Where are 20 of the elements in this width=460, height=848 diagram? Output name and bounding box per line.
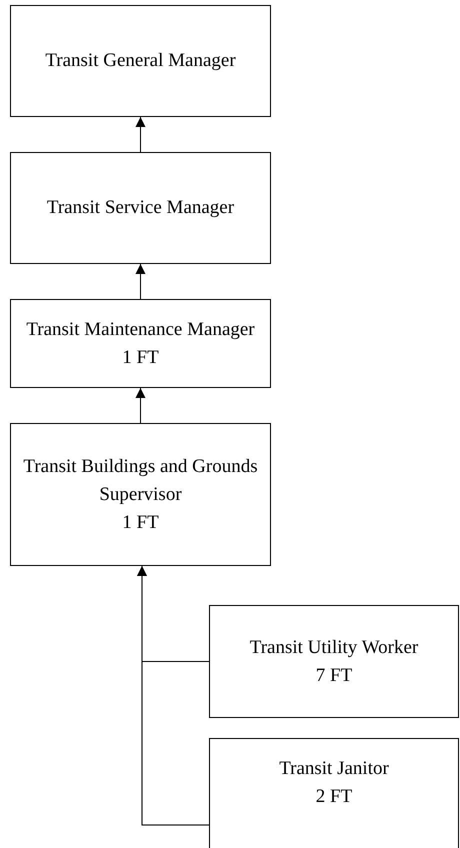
staff-count: 7 FT — [316, 664, 352, 688]
staff-count: 2 FT — [316, 785, 352, 809]
org-box — [209, 738, 459, 848]
role-title: Transit General Manager — [45, 49, 236, 73]
arrow — [136, 264, 146, 300]
role-title: Transit Maintenance Manager — [26, 318, 255, 342]
org-box — [209, 605, 459, 718]
role-title: Transit Janitor — [279, 757, 389, 781]
org-box — [10, 5, 271, 117]
role-title: Transit Utility Worker — [250, 636, 418, 660]
org-box — [10, 423, 271, 566]
arrow — [136, 116, 146, 152]
arrow — [136, 388, 146, 424]
org-box — [10, 152, 271, 264]
role-title: Transit Buildings and Grounds Supervisor — [22, 454, 259, 506]
staff-count: 1 FT — [122, 346, 159, 370]
role-title: Transit Service Manager — [46, 196, 234, 220]
arrow — [137, 566, 210, 826]
org-box — [10, 299, 271, 388]
staff-count: 1 FT — [122, 510, 159, 534]
